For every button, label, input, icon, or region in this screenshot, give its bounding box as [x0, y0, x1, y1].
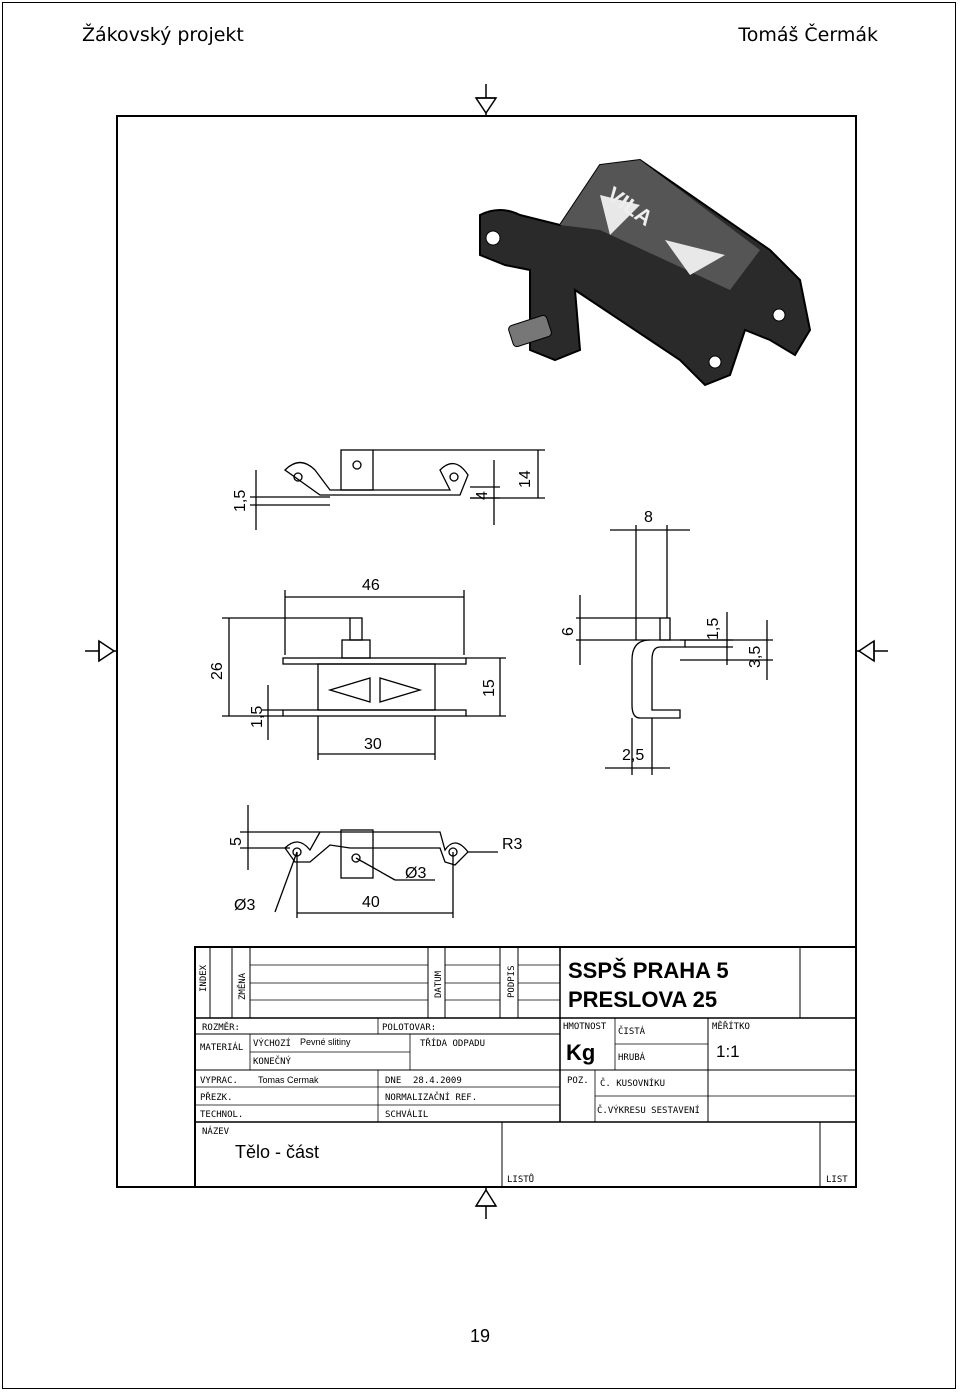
dim-side-1-5: 1,5	[705, 618, 722, 640]
dim-side-6: 6	[560, 627, 577, 636]
value-scale: 1:1	[716, 1042, 740, 1061]
header-author: Tomáš Čermák	[738, 24, 878, 46]
label-list: LIST	[826, 1175, 848, 1185]
label-index: INDEX	[199, 964, 209, 992]
label-dne: DNE	[385, 1076, 401, 1086]
label-listu: LISTŮ	[507, 1173, 534, 1185]
label-nazev: NÁZEV	[202, 1125, 230, 1137]
bottom-view	[240, 805, 498, 918]
side-view	[576, 525, 773, 775]
label-meritko: MĚŘÍTKO	[712, 1020, 750, 1032]
dim-front-15: 15	[481, 679, 498, 697]
label-trida-odpadu: TŘÍDA ODPADU	[420, 1037, 485, 1049]
dim-side-8: 8	[644, 509, 653, 526]
school-line-2: PRESLOVA 25	[568, 987, 717, 1012]
top-view	[250, 449, 545, 530]
label-prezk: PŘEZK.	[200, 1091, 233, 1103]
part-name: Tělo - část	[235, 1142, 319, 1162]
label-cista: ČISTÁ	[618, 1025, 646, 1037]
title-block-text: INDEX ZMĚNA DATUM PODPIS SSPŠ PRAHA 5 PR…	[199, 958, 848, 1185]
label-podpis: PODPIS	[507, 965, 517, 998]
dim-bottom-diam3-inner: Ø3	[405, 865, 426, 882]
label-rozmer: ROZMĚR:	[202, 1021, 240, 1033]
label-konecny: KONEČNÝ	[253, 1055, 292, 1067]
value-vychozi: Pevné slitiny	[300, 1037, 351, 1047]
dim-bottom-diam3-outer: Ø3	[234, 897, 255, 914]
front-view	[222, 590, 506, 760]
label-zmena: ZMĚNA	[236, 972, 248, 1000]
label-vyprac: VYPRAC.	[200, 1076, 238, 1086]
label-normalizacni: NORMALIZAČNÍ REF.	[385, 1091, 477, 1103]
dim-front-46: 46	[362, 577, 380, 594]
label-technol: TECHNOL.	[200, 1110, 243, 1120]
isometric-view: VILA	[479, 158, 812, 387]
label-kusovniku: Č. KUSOVNÍKU	[600, 1077, 665, 1089]
label-vychozi: VÝCHOZÍ	[253, 1037, 291, 1049]
label-datum: DATUM	[434, 970, 444, 998]
label-hruba: HRUBÁ	[618, 1051, 646, 1063]
label-poz: POZ.	[567, 1076, 589, 1086]
title-block	[194, 946, 857, 1188]
dim-bottom-40: 40	[362, 894, 380, 911]
dim-front-1-5: 1,5	[249, 706, 266, 728]
dim-bottom-5: 5	[228, 837, 245, 846]
header-project: Žákovský projekt	[82, 24, 244, 46]
dim-top-1-5: 1,5	[232, 490, 249, 512]
value-kg: Kg	[566, 1040, 595, 1065]
centering-marks	[85, 84, 888, 1219]
value-author: Tomas Cermak	[258, 1075, 319, 1085]
label-vykresu: Č.VÝKRESU SESTAVENÍ	[597, 1104, 700, 1116]
label-polotovar: POLOTOVAR:	[382, 1023, 436, 1033]
page-number: 19	[469, 1326, 491, 1346]
dim-bottom-r3: R3	[502, 836, 523, 853]
dim-side-3-5: 3,5	[747, 646, 764, 668]
value-date: 28.4.2009	[413, 1076, 462, 1086]
dim-front-30: 30	[364, 736, 382, 753]
school-line-1: SSPŠ PRAHA 5	[568, 958, 729, 983]
label-hmotnost: HMOTNOST	[563, 1022, 607, 1032]
dim-side-2-5: 2,5	[622, 747, 644, 764]
label-material: MATERIÁL	[200, 1041, 243, 1053]
dim-front-26: 26	[209, 662, 226, 680]
dim-top-14: 14	[517, 470, 534, 488]
dim-top-4: 4	[474, 491, 491, 500]
label-schvalil: SCHVÁLIL	[385, 1108, 428, 1120]
